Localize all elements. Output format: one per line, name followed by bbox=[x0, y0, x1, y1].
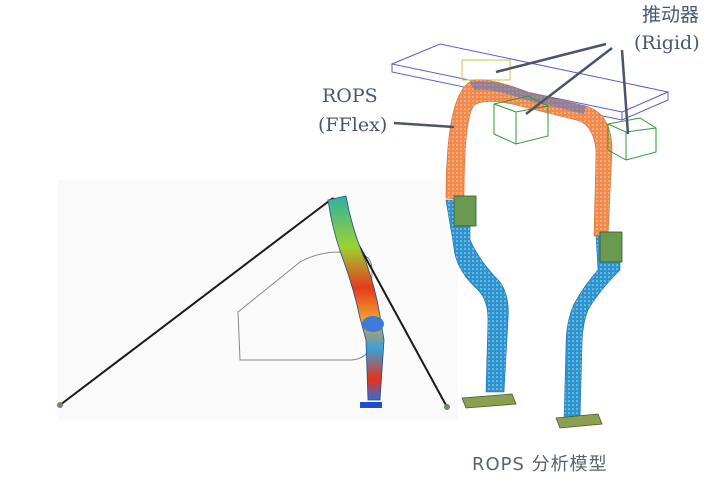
rops-left-lower-tube bbox=[445, 199, 509, 393]
rops-3d-model bbox=[390, 42, 670, 429]
right-anchor-point bbox=[444, 404, 450, 410]
rops-right-lower-tube bbox=[563, 235, 621, 421]
post-joint bbox=[362, 316, 384, 332]
side-view-background bbox=[58, 180, 458, 420]
deformed-rops-post bbox=[327, 195, 385, 401]
figure-caption: ROPS 分析模型 bbox=[472, 454, 608, 475]
rops-label: ROPS bbox=[322, 85, 378, 107]
post-base-plate bbox=[360, 402, 382, 408]
actuator-sublabel: (Rigid) bbox=[634, 32, 700, 54]
leader-actuator-3 bbox=[620, 49, 630, 135]
right-base-plate bbox=[555, 413, 603, 429]
actuator-yellow-block bbox=[461, 59, 511, 81]
left-base-plate bbox=[461, 393, 517, 409]
left-cable-line bbox=[59, 197, 334, 406]
right-connector-sleeve bbox=[599, 231, 623, 263]
actuator-box-middle bbox=[493, 95, 549, 145]
leader-actuator-1 bbox=[495, 42, 607, 74]
actuator-label: 推动器 bbox=[642, 4, 700, 26]
cab-outline bbox=[237, 251, 373, 361]
actuator-box-right bbox=[607, 117, 657, 161]
leader-actuator-2 bbox=[525, 47, 613, 115]
leader-rops bbox=[393, 121, 455, 129]
left-connector-sleeve bbox=[453, 195, 477, 227]
left-anchor-point bbox=[57, 402, 63, 408]
rops-sublabel: (FFlex) bbox=[318, 114, 388, 136]
side-view-simulation bbox=[57, 180, 458, 420]
top-beam-stress bbox=[470, 81, 586, 114]
